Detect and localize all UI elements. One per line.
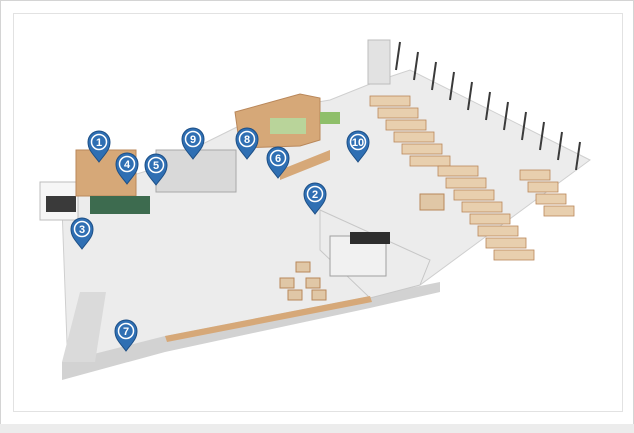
center-table [419, 193, 445, 211]
map-marker-3[interactable]: 3 [70, 217, 94, 250]
right-fence [395, 41, 581, 171]
pin-icon [266, 146, 290, 179]
self-service-units [155, 149, 237, 193]
marker-label: 6 [275, 153, 281, 165]
pin-icon [235, 127, 259, 160]
reading-area-rug [270, 118, 306, 134]
marker-label: 8 [244, 134, 250, 146]
marker-label: 5 [153, 160, 159, 172]
pin-ring [269, 149, 287, 167]
pin-ring [184, 130, 202, 148]
pin-ring [73, 220, 91, 238]
bookshelves [369, 95, 575, 261]
map-markers: 1 2 3 4 5 6 7 8 9 10 [70, 127, 370, 352]
map-marker-6[interactable]: 6 [266, 146, 290, 179]
pin-icon [303, 182, 327, 215]
marker-label: 2 [312, 189, 318, 201]
map-marker-4[interactable]: 4 [115, 152, 139, 185]
map-marker-8[interactable]: 8 [235, 127, 259, 160]
marker-label: 1 [96, 137, 102, 149]
pin-icon [114, 319, 138, 352]
cafe-tables [279, 261, 327, 301]
pin-ring [306, 185, 324, 203]
pin-icon [70, 217, 94, 250]
pin-ring [118, 155, 136, 173]
pin-icon [144, 153, 168, 186]
marker-label: 4 [124, 159, 131, 171]
pin-ring [117, 322, 135, 340]
map-marker-1[interactable]: 1 [87, 130, 111, 163]
pin-icon [346, 130, 370, 163]
kitchen-dark [350, 232, 390, 244]
map-marker-9[interactable]: 9 [181, 127, 205, 160]
pin-ring [238, 130, 256, 148]
marker-label: 3 [79, 224, 85, 236]
pin-icon [181, 127, 205, 160]
map-marker-10[interactable]: 10 [346, 130, 370, 163]
pin-ring [90, 133, 108, 151]
pin-ring [349, 133, 367, 151]
map-marker-5[interactable]: 5 [144, 153, 168, 186]
marker-label: 10 [352, 137, 364, 149]
wall-block-dark [46, 196, 76, 212]
pin-icon [87, 130, 111, 163]
counter-dark [90, 196, 150, 214]
wood-long-wall [165, 296, 372, 342]
map-inner-border [13, 13, 623, 412]
tower-block [367, 39, 391, 85]
bottom-strip [0, 424, 634, 433]
map-marker-2[interactable]: 2 [303, 182, 327, 215]
lounge-green [320, 112, 340, 124]
wood-wall-center [280, 150, 330, 180]
map-marker-7[interactable]: 7 [114, 319, 138, 352]
pin-ring [147, 156, 165, 174]
marker-label: 9 [190, 134, 196, 146]
marker-label: 7 [123, 326, 129, 338]
pin-icon [115, 152, 139, 185]
outer-wall-west [62, 292, 106, 362]
